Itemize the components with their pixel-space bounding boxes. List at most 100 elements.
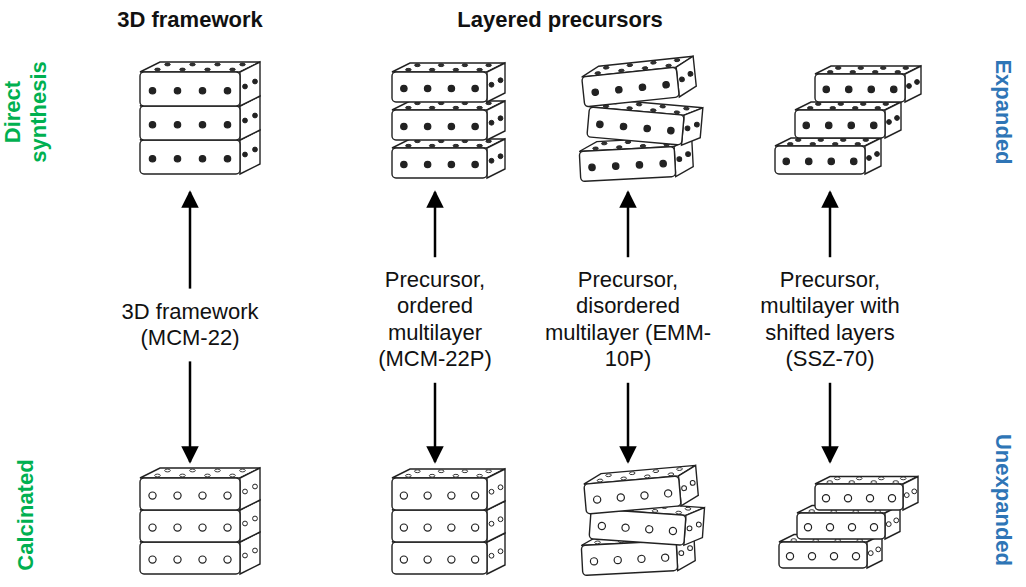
pore <box>652 509 658 512</box>
pore <box>606 474 612 477</box>
pore <box>180 474 186 477</box>
pore <box>660 105 666 108</box>
pore <box>486 64 492 67</box>
layer-side-face <box>903 477 918 511</box>
pore <box>438 470 444 473</box>
pore <box>846 86 852 92</box>
pore <box>253 548 258 553</box>
pore <box>645 525 653 533</box>
pore <box>688 71 693 76</box>
pore <box>664 489 672 497</box>
pore <box>786 553 793 560</box>
material-caption: Precursor, multilayer with shifted layer… <box>743 267 918 373</box>
pore <box>893 481 899 484</box>
pore <box>827 71 833 74</box>
pore <box>253 516 258 521</box>
layer-front-face <box>815 74 905 102</box>
pore <box>807 107 813 110</box>
pore <box>866 495 873 502</box>
pore <box>199 122 205 128</box>
pore <box>686 152 691 157</box>
pore <box>783 158 789 164</box>
material-caption: Precursor, ordered multilayer (MCM-22P) <box>355 267 515 373</box>
pore <box>687 526 692 531</box>
pore <box>851 158 857 164</box>
pore <box>804 524 811 531</box>
zeolite-layer <box>392 101 505 140</box>
pore <box>644 475 650 478</box>
pore <box>400 556 407 563</box>
layer-front-face <box>140 72 240 106</box>
layer-front-face <box>140 140 240 174</box>
zeolite-layer <box>392 63 505 102</box>
layer-top-face <box>795 102 901 110</box>
pore <box>243 553 248 558</box>
pore <box>809 510 815 513</box>
zeolite-layer <box>581 56 697 107</box>
pore <box>253 79 258 84</box>
pore <box>676 511 682 514</box>
pore <box>627 107 633 110</box>
pore <box>787 143 793 146</box>
pore <box>589 164 596 171</box>
pore <box>674 59 680 62</box>
pore <box>838 103 844 106</box>
layer-front-face <box>584 476 681 514</box>
pore <box>489 489 494 494</box>
pore <box>149 156 155 162</box>
pore <box>149 88 155 94</box>
pore <box>907 84 912 89</box>
pore <box>199 524 206 531</box>
pore <box>860 103 866 106</box>
pore <box>900 477 906 480</box>
pore <box>682 486 687 491</box>
pore <box>243 84 248 89</box>
layer-front-face <box>392 478 487 510</box>
pore <box>429 106 435 109</box>
layer-stack <box>140 468 260 574</box>
pore <box>243 152 248 157</box>
pore <box>803 122 809 128</box>
pore <box>224 88 230 94</box>
pore <box>489 120 494 125</box>
pore <box>904 493 909 498</box>
layer-stack <box>775 66 921 174</box>
pore <box>806 158 812 164</box>
zeolite-layer <box>140 62 260 106</box>
layer-front-face <box>582 67 680 107</box>
pore <box>597 479 603 482</box>
pore <box>639 84 646 91</box>
layer-side-face <box>682 106 703 146</box>
pore <box>848 122 854 128</box>
pore <box>895 116 900 121</box>
pore <box>685 126 690 131</box>
layer-front-face <box>140 478 240 510</box>
pore <box>224 524 231 531</box>
row-heading: Calcinated <box>13 445 39 585</box>
pore <box>224 556 231 563</box>
layer-top-face <box>815 477 918 485</box>
pore <box>685 507 691 510</box>
pore <box>424 85 430 91</box>
pore <box>690 480 695 485</box>
pore <box>660 160 667 167</box>
pore <box>406 68 412 71</box>
pore <box>149 492 156 499</box>
pore <box>593 496 601 504</box>
layer-side-face <box>487 139 505 178</box>
calcination-arrow <box>829 383 832 462</box>
pore <box>498 78 503 83</box>
pore <box>886 522 891 527</box>
pore <box>438 64 444 67</box>
pore <box>595 71 601 74</box>
pore <box>822 495 829 502</box>
pore <box>875 152 880 157</box>
layer-side-face <box>865 138 881 174</box>
layer-top-face <box>392 63 505 72</box>
pore <box>174 156 180 162</box>
calcination-arrow <box>434 383 437 462</box>
layer-front-face <box>140 106 240 140</box>
layer-front-face <box>779 542 867 568</box>
material-caption: 3D framework (MCM-22) <box>105 299 275 352</box>
pore <box>424 556 431 563</box>
